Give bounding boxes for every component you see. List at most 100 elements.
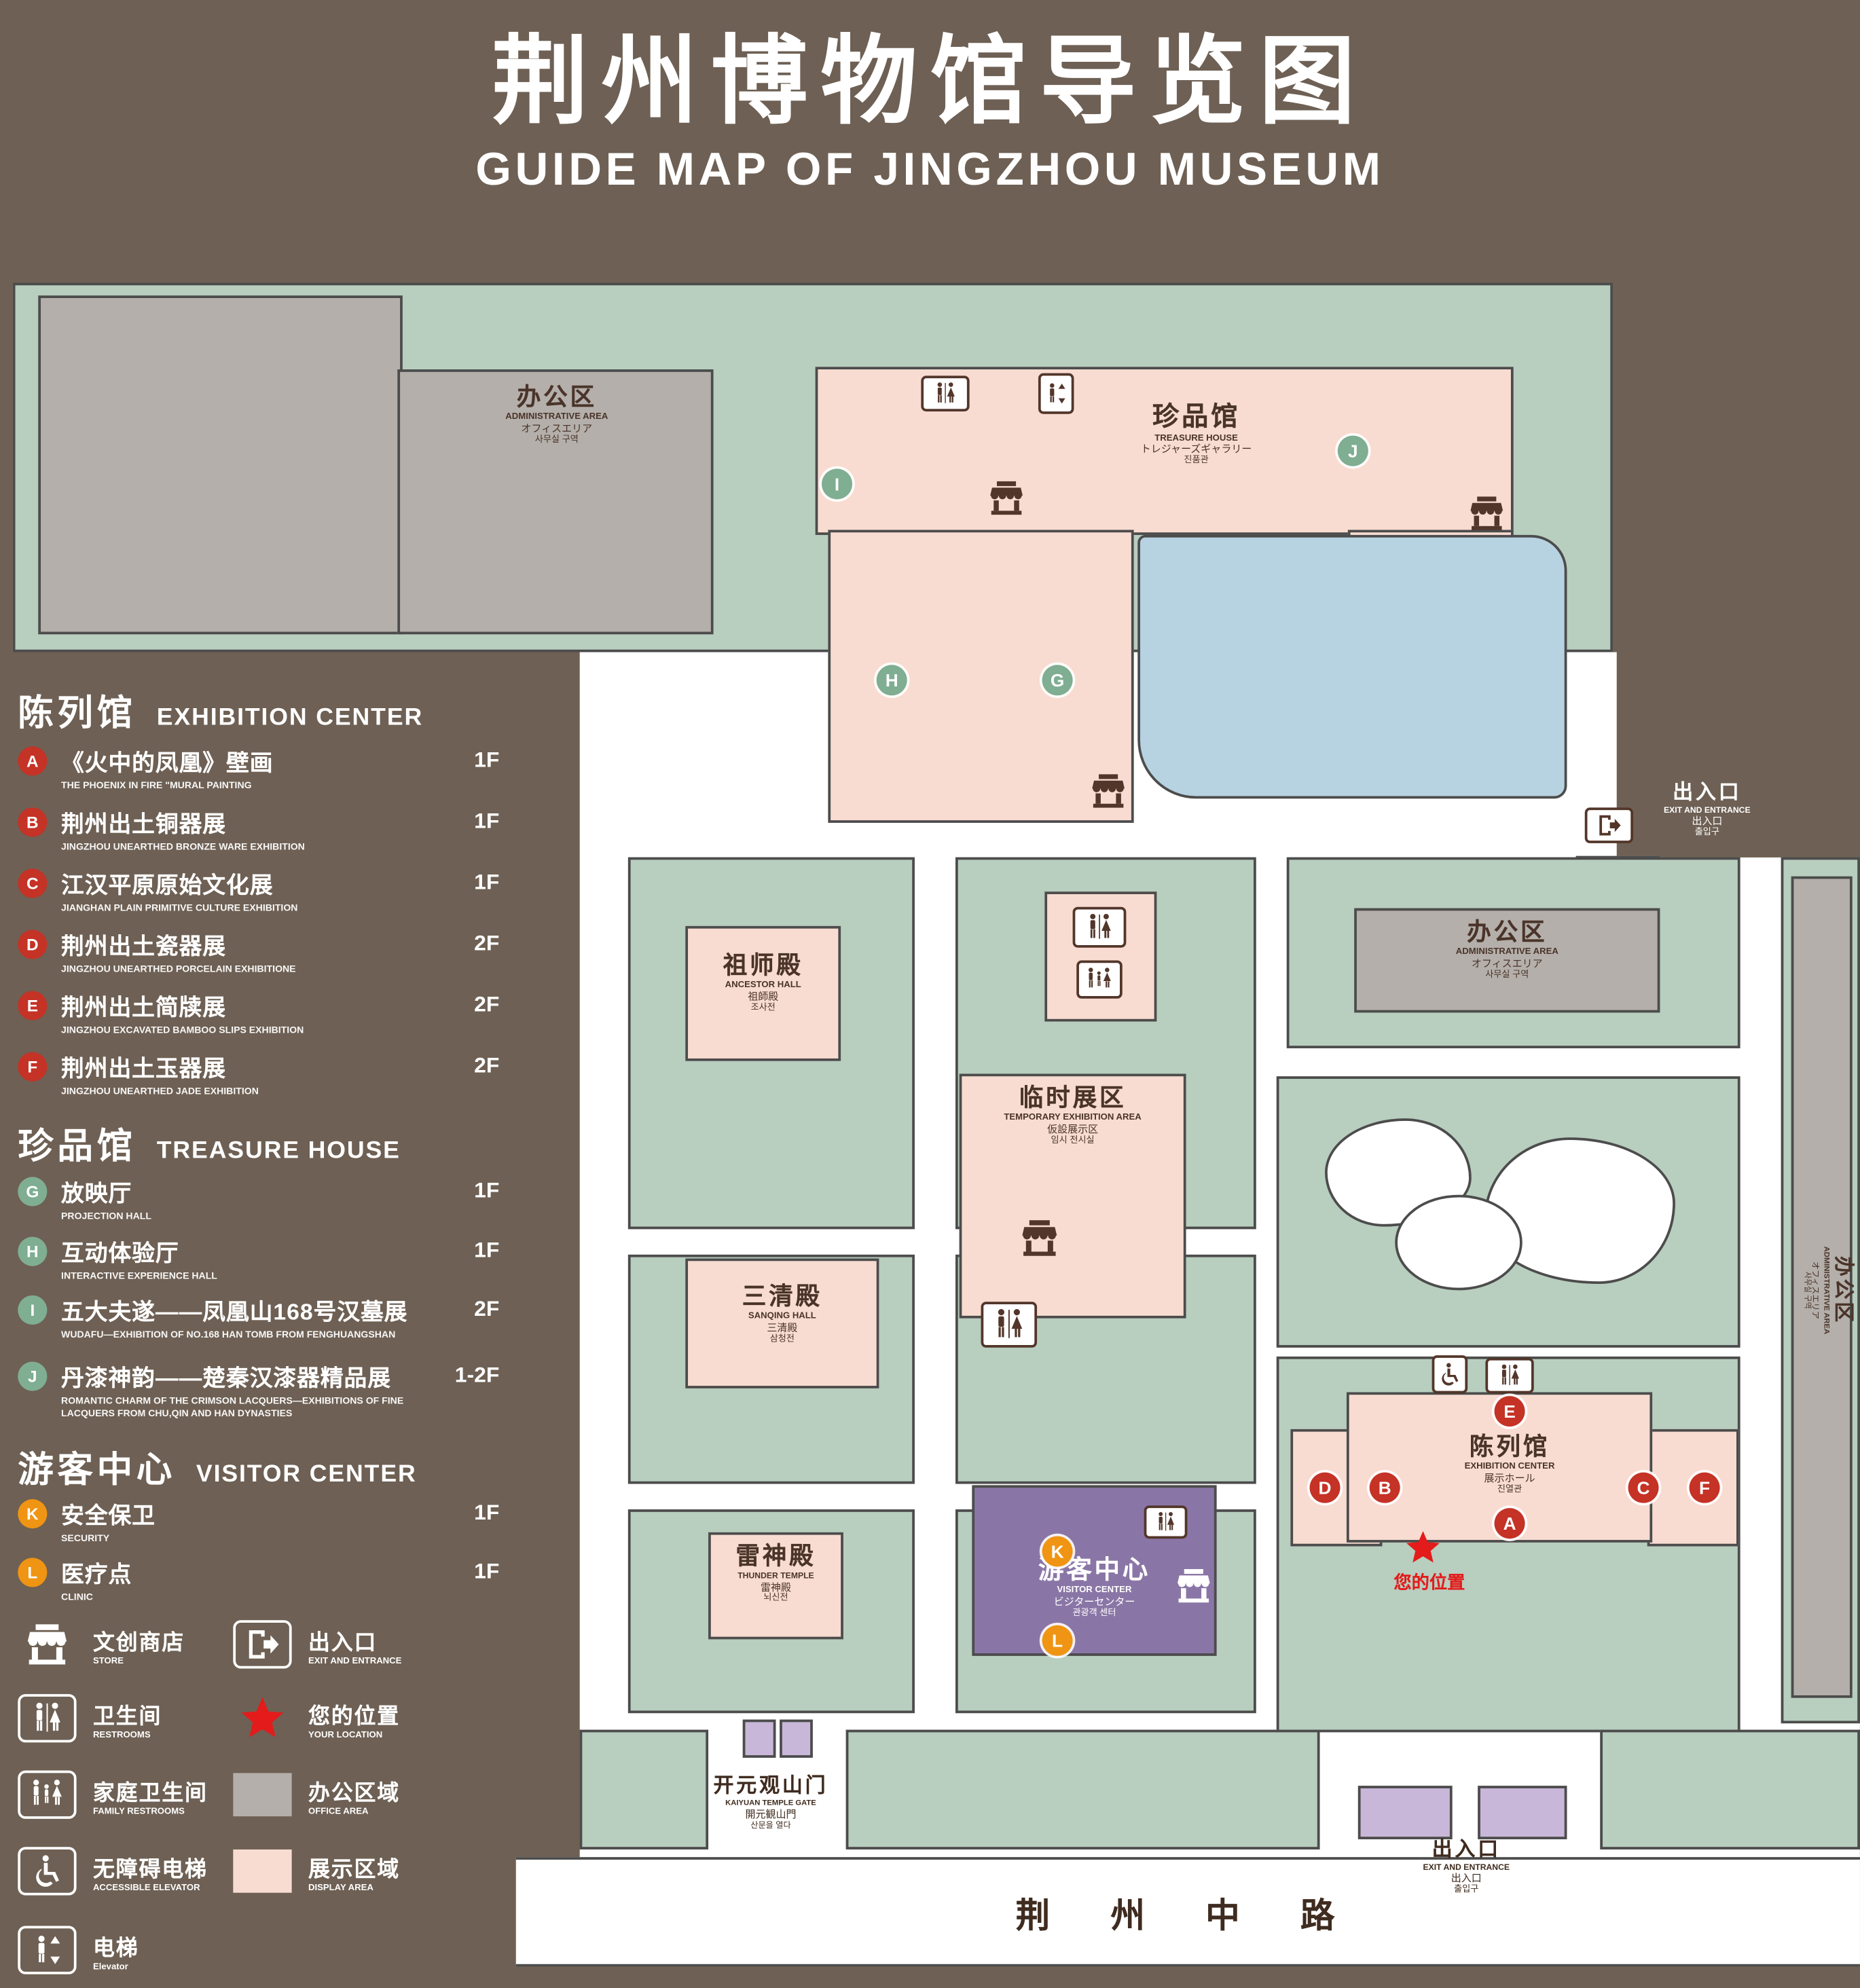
badge-D: D: [18, 929, 48, 959]
badge-K: K: [18, 1499, 48, 1529]
admin-building-east-strip: [1791, 876, 1853, 1698]
badge-L: L: [18, 1558, 48, 1587]
admin-building-northwest: [38, 295, 403, 635]
badge-A: A: [18, 746, 48, 776]
entrance-marker: [1478, 1786, 1567, 1839]
restroom-icon: [1485, 1357, 1534, 1394]
accessible-elevator-icon: [1432, 1355, 1468, 1394]
garden-path: [1395, 1194, 1522, 1291]
sanqing-hall-label: 三清殿 SANQING HALL 三清殿 삼청전: [742, 1284, 822, 1344]
temporary-exhibition-label: 临时展区 TEMPORARY EXHIBITION AREA 仮設展示区 임시 …: [1004, 1085, 1142, 1145]
badge-B: B: [18, 807, 48, 837]
restroom-icon: [921, 375, 970, 411]
gate-marker: [780, 1719, 813, 1758]
exit-northeast-label: 出入口 EXIT AND ENTRANCE 出入口 출입구: [1664, 781, 1751, 837]
admin-northwest-label: 办公区 ADMINISTRATIVE AREA オフィスエリア 사무실 구역: [505, 384, 608, 445]
south-strip: [1600, 1729, 1860, 1849]
restroom-icon: [1072, 906, 1127, 948]
your-location-star-icon: [1404, 1528, 1442, 1566]
map-marker-H: H: [876, 665, 907, 696]
entrance-marker: [1357, 1786, 1453, 1839]
map-marker-A: A: [1494, 1508, 1525, 1539]
restroom-icon: [981, 1302, 1038, 1348]
your-location-label: 您的位置: [1393, 1571, 1465, 1592]
exit-icon: [233, 1620, 292, 1669]
pond: [1137, 534, 1567, 799]
south-strip: [579, 1729, 709, 1849]
display-area-swatch: [233, 1847, 292, 1895]
gate-marker: [742, 1719, 776, 1758]
badge-C: C: [18, 868, 48, 898]
badge-G: G: [18, 1177, 48, 1207]
map-marker-B: B: [1369, 1472, 1400, 1503]
visitor-center-label: 游客中心 VISITOR CENTER ビジターセンター 관광객 센터: [1038, 1556, 1151, 1618]
exit-south-label: 出入口 EXIT AND ENTRANCE 出入口 출입구: [1423, 1839, 1510, 1894]
family-restroom-icon: [18, 1770, 77, 1819]
page-subtitle: GUIDE MAP OF JINGZHOU MUSEUM: [475, 143, 1385, 196]
visitor-center: [972, 1485, 1217, 1656]
badge-J: J: [18, 1361, 48, 1391]
restroom-icon: [1144, 1505, 1188, 1539]
ancestor-hall-label: 祖师殿 ANCESTOR HALL 祖師殿 조사전: [723, 953, 803, 1013]
map-marker-F: F: [1689, 1472, 1720, 1503]
family-restroom-icon: [1076, 960, 1123, 999]
map-marker-I: I: [822, 468, 853, 500]
elevator-icon: [18, 1926, 77, 1974]
treasure-house-label: 珍品馆 TREASURE HOUSE トレジャーズギャラリー 진품관: [1140, 402, 1252, 466]
sanqing-hall: [685, 1258, 879, 1388]
map-marker-J: J: [1337, 435, 1368, 466]
exhibition-center-label: 陈列馆 EXHIBITION CENTER 展示ホール 진열관: [1464, 1434, 1555, 1494]
elevator-icon: [1038, 373, 1074, 414]
badge-I: I: [18, 1295, 48, 1325]
map-marker-C: C: [1628, 1472, 1659, 1503]
map-marker-D: D: [1309, 1472, 1341, 1503]
map-marker-G: G: [1042, 665, 1073, 696]
badge-H: H: [18, 1236, 48, 1266]
page-title: 荆州博物馆导览图: [492, 28, 1368, 136]
admin-building-northwest-wing: [397, 369, 714, 635]
store-icon: [1172, 1566, 1216, 1604]
thunder-temple: [708, 1532, 843, 1640]
ancestor-hall: [685, 925, 841, 1061]
road: 荆 州 中 路: [515, 1857, 1860, 1967]
badge-F: F: [18, 1052, 48, 1082]
store-icon: [1465, 494, 1508, 532]
store-icon: [1017, 1217, 1063, 1258]
temporary-exhibition: [959, 1073, 1186, 1319]
admin-east-label: 办公区 ADMINISTRATIVE AREA オフィスエリア 사무실 구역: [1455, 919, 1558, 980]
store-icon: [18, 1620, 76, 1668]
office-area-swatch: [233, 1771, 292, 1819]
map-marker-L: L: [1042, 1625, 1073, 1656]
thunder-temple-label: 雷神殿 THUNDER TEMPLE 雷神殿 뇌신전: [735, 1543, 816, 1603]
map-marker-E: E: [1494, 1396, 1525, 1427]
badge-E: E: [18, 991, 48, 1020]
admin-east-strip-label: 办公区 ADMINISTRATIVE AREA オフィスエリア 사무실 구역: [1802, 1246, 1854, 1335]
south-strip: [845, 1729, 1320, 1849]
restroom-icon: [18, 1694, 77, 1743]
exit-icon: [1584, 807, 1634, 843]
road-label: 荆 州 中 路: [1015, 1896, 1361, 1934]
kaiyuan-gate-label: 开元观山门 KAIYUAN TEMPLE GATE 開元観山門 산문을 열다: [713, 1775, 828, 1830]
